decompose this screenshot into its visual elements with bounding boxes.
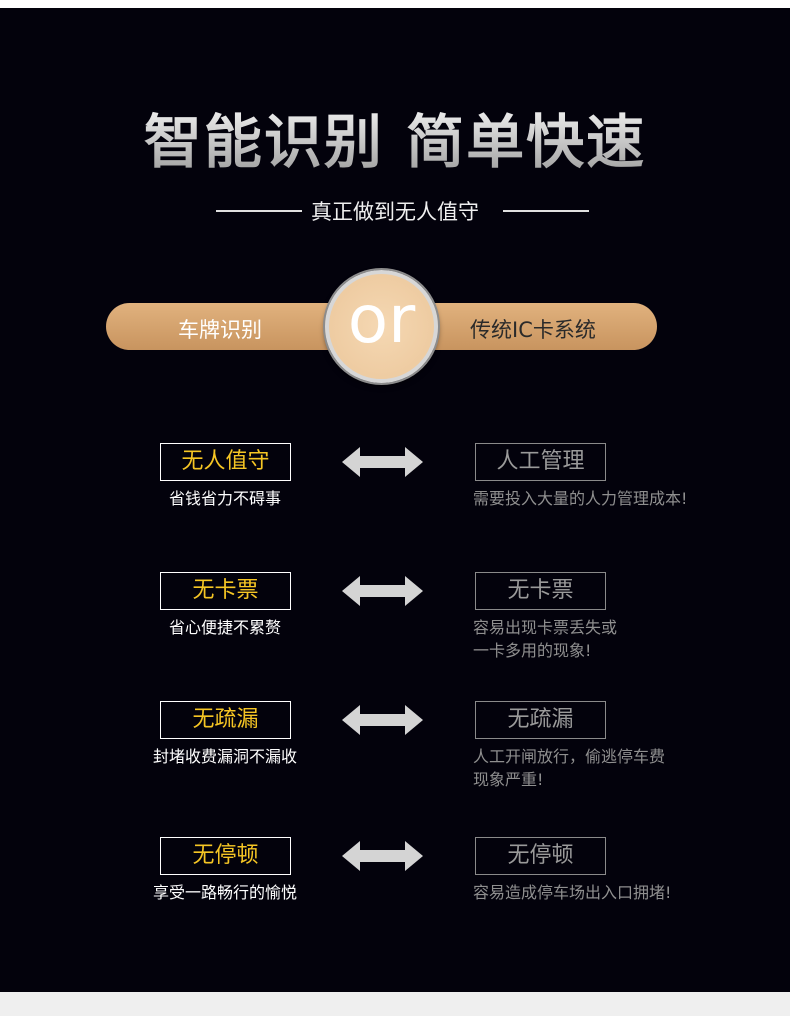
feature-desc-left: 享受一路畅行的愉悦	[152, 883, 297, 902]
page-subtitle: 真正做到无人值守	[311, 200, 479, 224]
feature-label-left: 无卡票	[160, 572, 291, 610]
feature-desc-right: 现象严重!	[473, 770, 544, 789]
page-title: 智能识别 简单快速	[0, 95, 790, 179]
double-arrow-icon	[342, 446, 423, 478]
feature-desc-left: 封堵收费漏洞不漏收	[152, 747, 297, 766]
feature-desc-right: 容易造成停车场出入口拥堵!	[473, 883, 672, 902]
double-arrow-icon	[342, 840, 423, 872]
feature-label-right: 无停顿	[475, 837, 606, 875]
feature-desc-right: 一卡多用的现象!	[473, 641, 592, 660]
background	[0, 8, 790, 992]
feature-desc-left: 省钱省力不碍事	[168, 489, 281, 508]
compare-left-label: 车牌识别	[178, 318, 262, 342]
divider-right	[503, 210, 589, 212]
feature-desc-right: 人工开闸放行，偷逃停车费	[473, 747, 666, 766]
double-arrow-icon	[342, 575, 423, 607]
feature-label-right: 人工管理	[475, 443, 606, 481]
divider-left	[216, 210, 302, 212]
or-badge: or	[325, 270, 438, 383]
double-arrow-icon	[342, 704, 423, 736]
feature-label-left: 无人值守	[160, 443, 291, 481]
feature-desc-right: 需要投入大量的人力管理成本!	[473, 489, 688, 508]
feature-desc-right: 容易出现卡票丢失或	[473, 618, 618, 637]
feature-label-right: 无疏漏	[475, 701, 606, 739]
feature-label-left: 无疏漏	[160, 701, 291, 739]
footer-strip	[0, 992, 790, 1016]
feature-label-right: 无卡票	[475, 572, 606, 610]
feature-desc-left: 省心便捷不累赘	[168, 618, 281, 637]
compare-right-label: 传统IC卡系统	[470, 318, 596, 342]
feature-label-left: 无停顿	[160, 837, 291, 875]
